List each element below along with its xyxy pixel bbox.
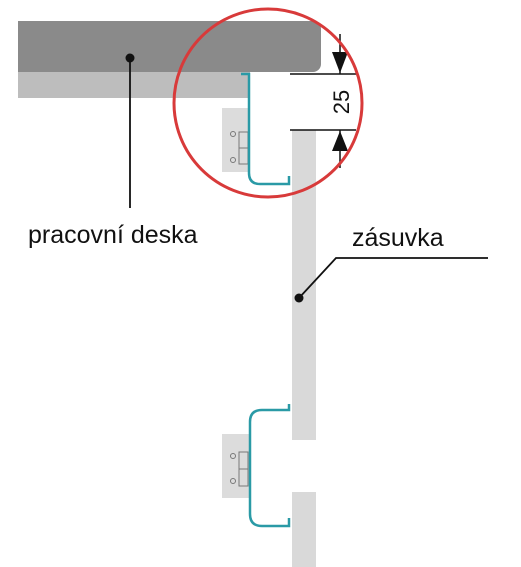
detail-circle [172,7,364,199]
drawer-front-upper-panel [292,130,316,440]
drawer-leader [294,257,488,303]
worktop-upper-layer [18,21,321,72]
worktop-leader [125,53,135,208]
lower-hinge-plate [222,434,250,498]
dimension-25: 25 [290,34,356,168]
drawer-label: zásuvka [352,224,444,252]
worktop-upper-layer-square-corner [18,21,38,72]
drawer-front-lower-panel [292,492,316,567]
upper-aluminium-profile [241,72,291,186]
upper-hinge-plate [222,108,250,172]
drawer-front [292,130,316,567]
lower-hinge-screw-bottom [230,478,236,484]
upper-fitting [222,72,291,186]
upper-hinge-screw-top [230,131,236,137]
lower-aluminium-profile [248,404,291,528]
lower-fitting [222,404,291,528]
drawer-leader-line [298,257,488,299]
dimension-value: 25 [329,90,354,114]
dimension-arrow-down-icon [332,52,348,73]
lower-hinge-screw-top [230,453,236,459]
dimension-arrow-up-icon [332,131,348,151]
upper-hinge-screw-bottom [230,157,236,163]
worktop [18,21,321,98]
worktop-label: pracovní deska [28,221,198,249]
